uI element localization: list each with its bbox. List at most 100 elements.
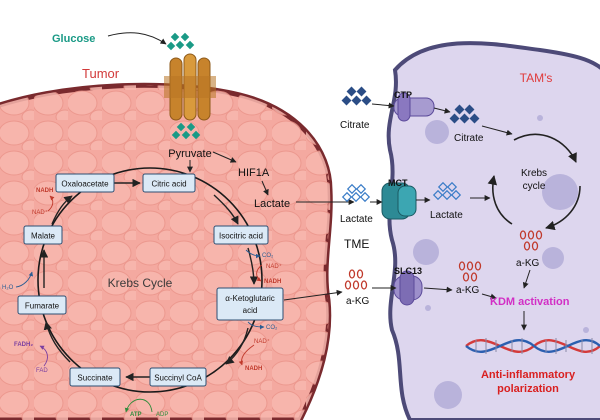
hif1a-label: HIF1A [238, 167, 270, 179]
cycle-arrow [225, 327, 249, 365]
akg-tam-label-2: a-KG [456, 285, 480, 296]
succinate-label: Succinate [77, 374, 113, 383]
ctp-in-arrow [371, 102, 395, 109]
succinyl-coa-label: Succinyl CoA [154, 374, 202, 383]
tam-krebs-cycle-ring [487, 133, 581, 231]
fadh2-label: FADH₂ [14, 342, 33, 348]
co2-label: CO₂ [262, 253, 274, 259]
krebs-cycle-ring [37, 167, 263, 393]
cycle-arrow [247, 247, 259, 285]
tam-vesicle [413, 239, 439, 265]
tam-vesicle [434, 381, 462, 409]
oxaloacetate-node: Oxaloacetate [55, 173, 115, 193]
alpha-ketoglutaric-acid-node: α-Ketoglutaric acid [216, 287, 284, 321]
cycle-arrow [213, 194, 239, 225]
tam-vesicle [583, 327, 589, 333]
akg-to-kdm-arrow [522, 269, 531, 289]
nad-label: NAD⁺ [32, 209, 48, 216]
pyruvate-to-hif1a-arrow [212, 151, 237, 163]
tams-title: TAM's [520, 71, 553, 85]
glucose-arrow [107, 32, 167, 45]
akg-tam-label-1: a-KG [516, 258, 540, 269]
mct-label: MCT [388, 178, 408, 188]
h2o-arrow [15, 271, 34, 288]
akg2-to-kdm-arrow [481, 293, 497, 300]
oxaloacetate-label: Oxaloacetate [61, 180, 109, 189]
co2-arrow [245, 249, 261, 259]
tme-label: TME [344, 237, 369, 251]
krebs-cycle-label: Krebs Cycle [108, 276, 173, 290]
lactate-tam-label: Lactate [430, 210, 463, 221]
fad-label: FAD [36, 368, 48, 374]
glucose-icon [166, 32, 195, 51]
citrate-tme-icon [341, 86, 372, 106]
h2o-label: H₂O [2, 285, 14, 291]
nad-label: NAD⁺ [266, 263, 282, 270]
nad-reduction-arrow [238, 344, 255, 366]
akg-tme-icon [344, 269, 368, 290]
nadh-label: NADH [245, 366, 262, 372]
tam-krebs-label-line2: cycle [523, 181, 546, 192]
atp-arrow [124, 398, 153, 413]
cycle-arrow [43, 321, 71, 363]
slc13-out-arrow [423, 286, 453, 293]
tam-cell [386, 41, 600, 420]
citric-acid-node: Citric acid [142, 173, 196, 193]
malate-label: Malate [31, 232, 56, 241]
succinyl-coa-node: Succinyl CoA [149, 367, 207, 387]
tam-krebs-label-line1: Krebs [521, 168, 547, 179]
co2-label: CO₂ [266, 325, 278, 331]
citrate-tam-label: Citrate [454, 133, 484, 144]
lactate-tam-icon [432, 181, 462, 201]
slc13-transporter-icon [393, 270, 423, 306]
hif1a-to-lactate-arrow [261, 180, 269, 196]
nad-reduction-arrow [47, 195, 55, 212]
nadh-label: NADH [264, 279, 281, 285]
kdm-activation-label: KDM activation [490, 296, 570, 308]
adp-label: ADP [156, 412, 168, 418]
citrate-to-cycle-arrow [481, 125, 513, 136]
tam-vesicle [542, 174, 578, 210]
fumarate-node: Fumarate [17, 295, 67, 315]
co2-arrow [247, 321, 265, 330]
tam-vesicle [542, 247, 564, 269]
lactate-tumor-label: Lactate [254, 198, 290, 210]
tam-vesicle [425, 305, 431, 311]
ctp-label: CTP [394, 90, 412, 100]
akg-export-arrow [283, 289, 343, 301]
tam-vesicle [425, 120, 449, 144]
glucose-label: Glucose [52, 33, 95, 45]
glucose-inside-icon [171, 122, 201, 140]
slc13-label: SLC13 [394, 266, 422, 276]
akg-tam-cycle-icon [519, 230, 543, 251]
nad-reduction-arrow [256, 264, 263, 282]
fumarate-label: Fumarate [25, 302, 60, 311]
succinate-node: Succinate [69, 367, 121, 387]
isocitric-acid-node: Isocitric acid [213, 225, 269, 245]
cycle-arrow [51, 195, 73, 225]
atp-label: ATP [130, 412, 142, 418]
anti-inflammatory-label-line1: Anti-inflammatory [481, 369, 576, 381]
malate-node: Malate [23, 225, 63, 245]
fad-reduction-arrow [39, 345, 48, 367]
ctp-transporter-icon [393, 92, 435, 122]
akg-tam-slc-icon [458, 261, 482, 282]
ctp-out-arrow [433, 107, 451, 114]
citric-acid-label: Citric acid [151, 180, 186, 189]
anti-inflammatory-label-line2: polarization [497, 383, 559, 395]
tam-vesicle [537, 115, 543, 121]
lactate-tme-icon [341, 183, 371, 203]
lactate-tme-label: Lactate [340, 214, 373, 225]
isocitric-acid-label: Isocitric acid [219, 232, 263, 241]
akg-label-line2: acid [243, 306, 258, 315]
akg-tme-label: a-KG [346, 296, 370, 307]
citrate-tme-label: Citrate [340, 120, 370, 131]
nadh-label: NADH [36, 188, 53, 194]
nad-label: NAD⁺ [254, 338, 270, 345]
mct-transporter-icon [381, 182, 417, 220]
tumor-title: Tumor [82, 66, 120, 81]
dna-helix-icon [465, 338, 600, 354]
akg-label-line1: α-Ketoglutaric [225, 294, 275, 303]
